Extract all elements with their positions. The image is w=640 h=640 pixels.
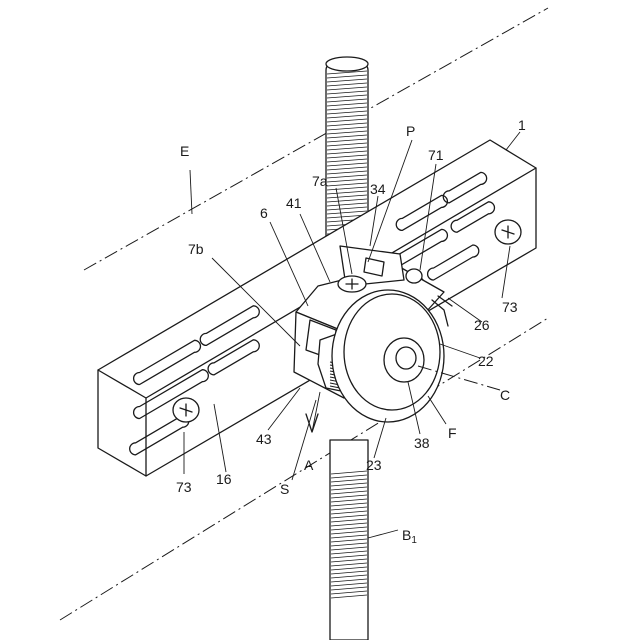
screw-right [495,220,521,244]
label-f: F [448,425,457,441]
label-a: A [304,457,314,473]
label-22: 22 [478,353,494,369]
label-71: 71 [428,147,444,163]
label-26: 26 [474,317,490,333]
label-7a: 7a [312,173,328,189]
label-23: 23 [366,457,382,473]
label-b1: B1 [402,527,417,546]
label-16: 16 [216,471,232,487]
threaded-rod-lower [330,440,368,640]
label-1: 1 [518,117,526,133]
label-73-left: 73 [176,479,192,495]
label-c: C [500,387,510,403]
screw-left [173,398,199,422]
label-p: P [406,123,415,139]
label-6: 6 [260,205,268,221]
label-b: B [402,527,411,543]
label-s: S [280,481,289,497]
label-73-right: 73 [502,299,518,315]
label-7b: 7b [188,241,204,257]
label-34: 34 [370,181,386,197]
label-b-sub: 1 [411,535,417,546]
label-38: 38 [414,435,430,451]
label-e: E [180,143,189,159]
label-41: 41 [286,195,302,211]
label-43: 43 [256,431,272,447]
